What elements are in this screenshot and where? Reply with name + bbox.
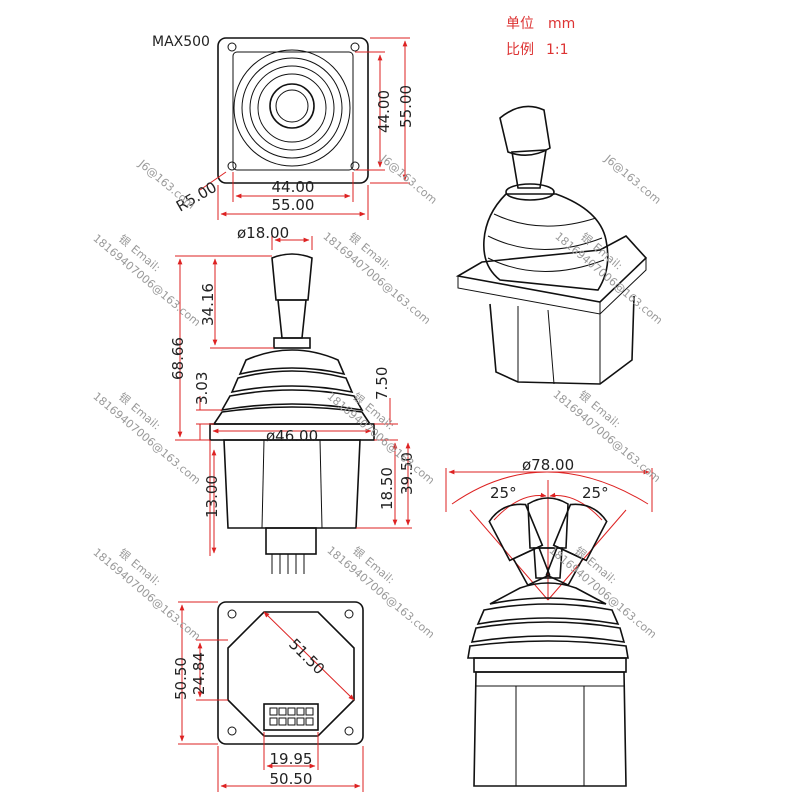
dim-knob-diameter: ø18.00 <box>237 224 289 242</box>
boot-bellows <box>212 406 372 425</box>
swing-boot <box>489 582 607 605</box>
watermark-fragment: J6@163.com <box>135 157 197 212</box>
watermark-char: 银 <box>116 390 133 408</box>
mount-hole <box>344 726 354 736</box>
swing-right-knob <box>552 503 608 562</box>
housing-body <box>223 439 361 529</box>
watermark-char: 银 <box>576 388 593 406</box>
unit-label: 单位 <box>506 16 534 32</box>
dim-connector-width: 19.95 <box>270 750 313 768</box>
iso-collar <box>505 183 555 201</box>
watermark-email: 18169407006@163.com <box>552 230 665 327</box>
dim-outer-height: 55.00 <box>397 85 415 128</box>
top-view-outer-square <box>217 37 369 184</box>
watermark-char: 银 <box>346 230 363 248</box>
dim-base-height: 18.50 <box>378 467 396 510</box>
isometric-view <box>455 105 648 385</box>
dim-flange-diameter: ø46.00 <box>266 427 318 445</box>
handle-shaft <box>277 299 307 339</box>
iso-boot <box>483 193 609 291</box>
boot-ring <box>249 65 335 151</box>
dim-outer-width: 55.00 <box>272 196 315 214</box>
watermark-fragment: J6@163.com <box>601 152 663 207</box>
watermark-email: 18169407006@163.com <box>320 230 433 327</box>
swing-arc <box>451 471 649 505</box>
handle-collar <box>273 337 311 349</box>
dim-body-height: 13.00 <box>203 475 221 518</box>
bottom-connector <box>263 703 319 731</box>
front-view: ø18.00 34.16 68.66 3.03 7.50 ø46.00 13.0… <box>169 224 416 574</box>
boot-ring <box>257 73 327 143</box>
watermark-email: 18169407006@163.com <box>324 544 437 641</box>
watermark-char: 银 <box>350 544 367 562</box>
knob-top-inner <box>275 89 309 123</box>
dim-bottom-outer-width: 50.50 <box>270 770 313 788</box>
dim-boot-top: 7.50 <box>373 367 391 400</box>
mount-hole <box>227 161 237 171</box>
dim-bottom-half-height: 24.84 <box>190 652 208 695</box>
watermark-email: 18169407006@163.com <box>90 390 203 487</box>
dim-angle-left: 25° <box>490 484 517 502</box>
swing-housing <box>473 671 627 787</box>
swing-flange <box>473 657 627 673</box>
bottom-octagon <box>227 611 355 737</box>
drawing-header: MAX500 单位 mm 比例 1:1 <box>152 16 575 58</box>
dim-handle-height: 34.16 <box>199 283 217 326</box>
boot-ring <box>241 57 343 159</box>
watermark-char: 银 <box>116 232 133 250</box>
top-left-code: MAX500 <box>152 34 210 50</box>
swing-center-knob <box>527 497 569 549</box>
boot-bellows <box>220 389 364 412</box>
dim-sweep-diameter: ø78.00 <box>522 456 574 474</box>
scale-label: 比例 <box>506 42 534 58</box>
iso-shaft <box>511 149 547 189</box>
dim-bottom-outer-height: 50.50 <box>172 657 190 700</box>
dim-boot-height: 3.03 <box>193 372 211 405</box>
dim-diagonal: 51.50 <box>285 635 328 678</box>
mount-hole <box>227 42 237 52</box>
watermark-email: 18169407006@163.com <box>546 544 659 641</box>
mount-hole <box>344 609 354 619</box>
watermark-email: 18169407006@163.com <box>90 546 203 643</box>
iso-knob <box>499 105 551 156</box>
unit-value: mm <box>548 16 575 32</box>
scale-value: 1:1 <box>546 42 569 58</box>
connector-block <box>265 527 317 555</box>
knob-handle <box>271 253 313 301</box>
dim-inner-width: 44.00 <box>272 178 315 196</box>
iso-housing <box>489 295 635 385</box>
knob-top <box>269 83 315 129</box>
watermark-char: 银 <box>116 546 133 564</box>
mount-hole <box>227 609 237 619</box>
boot-bellows <box>230 370 354 394</box>
bottom-view: 50.50 24.84 51.50 19.95 50.50 <box>172 601 364 792</box>
dim-total-height: 68.66 <box>169 337 187 380</box>
dim-angle-right: 25° <box>582 484 609 502</box>
swing-left-knob <box>488 503 544 562</box>
dim-lower-height: 39.50 <box>398 452 416 495</box>
bottom-outer-square <box>217 601 364 745</box>
boot-bellows <box>238 349 346 376</box>
top-view-inner-square <box>232 51 354 171</box>
mount-hole <box>350 42 360 52</box>
watermark-fragment: J6@163.com <box>377 152 439 207</box>
dim-inner-height: 44.00 <box>375 90 393 133</box>
top-view: 44.00 55.00 44.00 55.00 R5.00 <box>173 37 415 220</box>
swing-view: ø78.00 25° 25° <box>445 456 653 787</box>
boot-ring <box>233 49 351 167</box>
mount-hole <box>350 161 360 171</box>
mount-hole <box>227 726 237 736</box>
watermark-email: 18169407006@163.com <box>90 232 203 329</box>
